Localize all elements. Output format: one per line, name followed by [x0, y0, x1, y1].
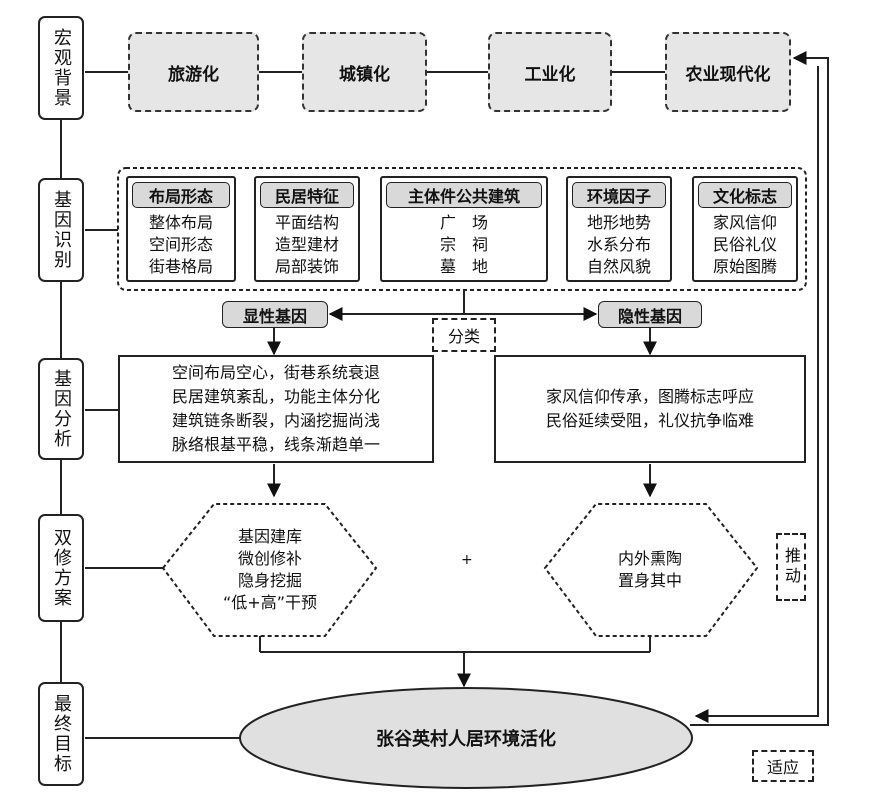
side-label-macro-background: 宏观背景	[38, 16, 84, 120]
macro-industrialization: 工业化	[488, 32, 612, 112]
dominant-gene-label: 显性基因	[222, 301, 328, 328]
dominant-gene-analysis: 空间布局空心，街巷系统衰退 民居建筑紊乱，功能主体分化 建筑链条断裂，内涵挖掘尚…	[118, 355, 434, 463]
gene-group-dwelling-features: 民居特征 平面结构 造型建材 局部装饰	[254, 176, 360, 282]
plan-right-line: 置身其中	[617, 571, 682, 590]
analysis-line: 家风信仰传承，图腾标志呼应	[545, 387, 754, 406]
gene-item: 地形地势	[586, 213, 651, 232]
gene-item: 造型建材	[274, 235, 339, 254]
gene-item: 民俗礼仪	[712, 235, 777, 254]
analysis-line: 空间布局空心，街巷系统衰退	[171, 363, 380, 382]
gene-item: 街巷格局	[148, 257, 213, 276]
gene-item: 广 场	[439, 213, 488, 232]
gene-item: 墓 地	[439, 257, 488, 276]
gene-group-cultural-symbols: 文化标志 家风信仰 民俗礼仪 原始图腾	[692, 176, 798, 282]
plan-left-line: 隐身挖掘	[237, 571, 302, 590]
gene-item: 自然风貌	[586, 257, 651, 276]
recessive-gene-label: 隐性基因	[598, 301, 702, 328]
gene-group-title: 民居特征	[260, 182, 354, 208]
gene-group-title: 主体件公共建筑	[386, 182, 542, 208]
plan-right-line: 内外熏陶	[617, 549, 682, 568]
analysis-line: 建筑链条断裂，内涵挖掘尚浅	[171, 411, 380, 430]
macro-urbanization: 城镇化	[302, 32, 427, 112]
plan-left-text: 基因建库 微创修补 隐身挖掘 “低+高”干预	[200, 506, 340, 634]
gene-item: 空间形态	[148, 235, 213, 254]
plan-hexagon-left	[161, 503, 378, 637]
feedback-line-outer	[690, 51, 829, 726]
goal-text: 张谷英村人居环境活化	[376, 729, 556, 750]
macro-tourism: 旅游化	[128, 32, 259, 112]
plan-left-line: 微创修补	[237, 549, 302, 568]
gene-group-title: 文化标志	[698, 182, 792, 208]
plan-left-line: “低+高”干预	[223, 593, 317, 612]
gene-item: 家风信仰	[712, 213, 777, 232]
plan-hexagon-right	[543, 503, 759, 637]
gene-group-title: 布局形态	[132, 182, 230, 208]
macro-agricultural-modernization: 农业现代化	[665, 32, 791, 112]
gene-item: 平面结构	[274, 213, 339, 232]
gene-group-title: 环境因子	[572, 182, 666, 208]
gene-item: 整体布局	[148, 213, 213, 232]
gene-item: 宗 祠	[439, 235, 488, 254]
analysis-line: 民居建筑紊乱，功能主体分化	[171, 387, 380, 406]
plan-left-line: 基因建库	[237, 527, 302, 546]
side-label-gene-analysis: 基因分析	[38, 358, 84, 460]
analysis-line: 脉络根基平稳，线条渐趋单一	[171, 435, 380, 454]
gene-item: 水系分布	[586, 235, 651, 254]
gene-item: 局部装饰	[274, 257, 339, 276]
plus-sign: +	[461, 552, 473, 568]
recessive-gene-analysis: 家风信仰传承，图腾标志呼应 民俗延续受阻，礼仪抗争临难	[494, 355, 806, 463]
push-label: 推动	[776, 533, 806, 601]
gene-item: 原始图腾	[712, 257, 777, 276]
feedback-line-inner	[694, 66, 819, 723]
side-label-dual-repair-plan: 双修方案	[38, 514, 84, 622]
analysis-line: 民俗延续受阻，礼仪抗争临难	[545, 411, 754, 430]
adapt-label: 适应	[752, 750, 814, 782]
side-label-gene-identification: 基因识别	[38, 178, 84, 282]
plan-right-text: 内外熏陶 置身其中	[580, 506, 720, 634]
side-label-final-goal: 最终目标	[38, 682, 84, 786]
gene-group-layout-form: 布局形态 整体布局 空间形态 街巷格局	[126, 176, 236, 282]
classify-label: 分类	[432, 318, 496, 352]
gene-group-environment-factors: 环境因子 地形地势 水系分布 自然风貌	[566, 176, 672, 282]
gene-group-public-buildings: 主体件公共建筑 广 场 宗 祠 墓 地	[380, 176, 548, 282]
